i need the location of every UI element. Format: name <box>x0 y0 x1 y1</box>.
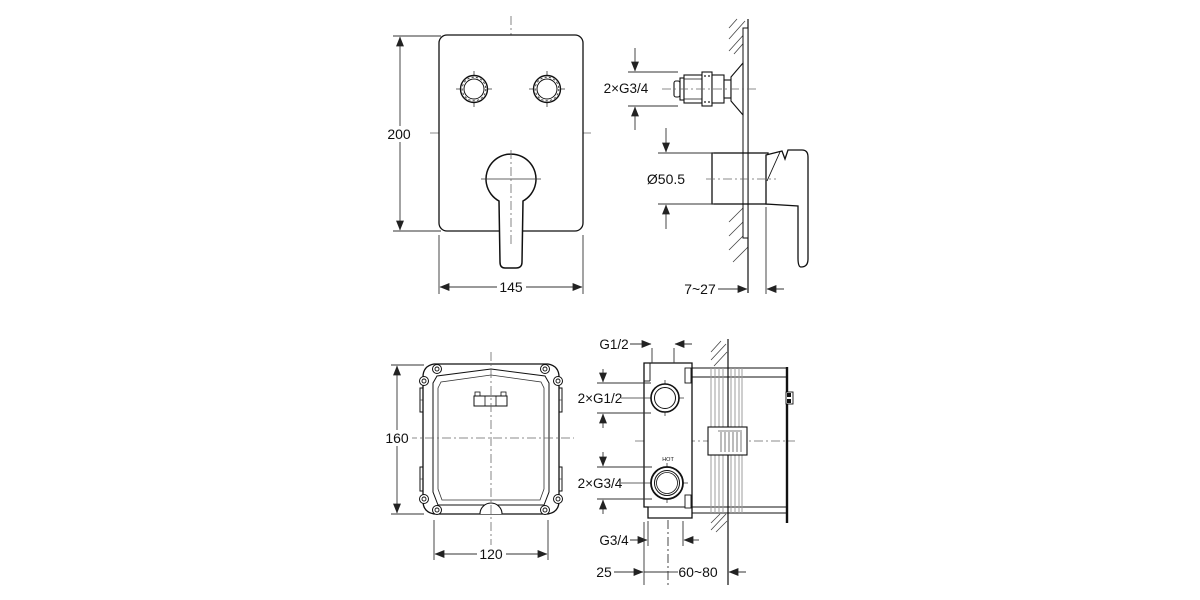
box-inner-outline-1 <box>432 368 550 506</box>
dim-wall-depth-label: 7~27 <box>684 281 716 297</box>
wall-hatch <box>710 340 728 533</box>
view-side-trim: 2×G3/4 Ø50.5 7~27 <box>604 18 809 297</box>
dim-depth-chain <box>614 520 746 585</box>
dim-box-height-label: 160 <box>385 430 409 446</box>
adjuster-block <box>707 426 748 456</box>
dim-top-outlet-label: G1/2 <box>599 337 628 352</box>
dim-inlet-thread-label: 2×G3/4 <box>604 81 649 96</box>
label-bg <box>383 430 412 446</box>
handle-neck-line <box>766 151 781 182</box>
centerlines <box>408 352 574 545</box>
dim-escutcheon <box>658 128 714 229</box>
trim-plate-edge <box>742 27 749 239</box>
dim-inlets <box>597 452 652 514</box>
fitting-details <box>684 78 702 100</box>
dim-inlets-label: 2×G3/4 <box>578 476 623 491</box>
dim-side-outlets <box>597 369 651 428</box>
upper-port-g12 <box>621 380 684 416</box>
dim-wall-depth <box>718 207 784 294</box>
dim-inlet-thread <box>628 48 678 130</box>
dim-plate-height-label: 200 <box>387 126 411 142</box>
label-bg <box>477 546 506 562</box>
view-rough-valve-side: HOT G1/2 <box>578 337 795 585</box>
dim-box-width-label: 120 <box>479 546 503 562</box>
view-rough-box-front: 160 120 <box>383 352 574 562</box>
dim-top-outlet <box>630 340 692 363</box>
dim-center-to-face-label: 25 <box>596 564 612 580</box>
dim-bottom-outlet-label: G3/4 <box>599 533 629 548</box>
dim-plate-width-label: 145 <box>499 279 523 295</box>
back-clip <box>785 391 794 405</box>
upper-clip <box>684 367 692 384</box>
hot-marking: HOT <box>662 457 674 463</box>
dim-side-outlets-label: 2×G1/2 <box>578 391 623 406</box>
lever-handle-front <box>485 153 537 269</box>
screw-ears <box>419 364 563 515</box>
label-bg <box>497 279 526 295</box>
escutcheon-side <box>711 152 769 205</box>
dim-bottom-outlet <box>630 521 699 546</box>
dim-escutcheon-label: Ø50.5 <box>647 171 685 187</box>
dim-embed-depth-label: 60~80 <box>678 564 718 580</box>
cartridge-slot <box>473 391 508 407</box>
lower-port-g34 <box>621 463 688 503</box>
box-inner-outline-2 <box>437 374 545 501</box>
label-bg <box>646 172 686 187</box>
lower-clip <box>684 494 692 509</box>
view-front-trim-plate: 200 145 <box>385 16 591 295</box>
lever-handle-side <box>765 149 809 268</box>
knurl-dots <box>704 75 710 103</box>
diverter-buttons <box>456 71 565 107</box>
label-bg <box>385 126 414 142</box>
